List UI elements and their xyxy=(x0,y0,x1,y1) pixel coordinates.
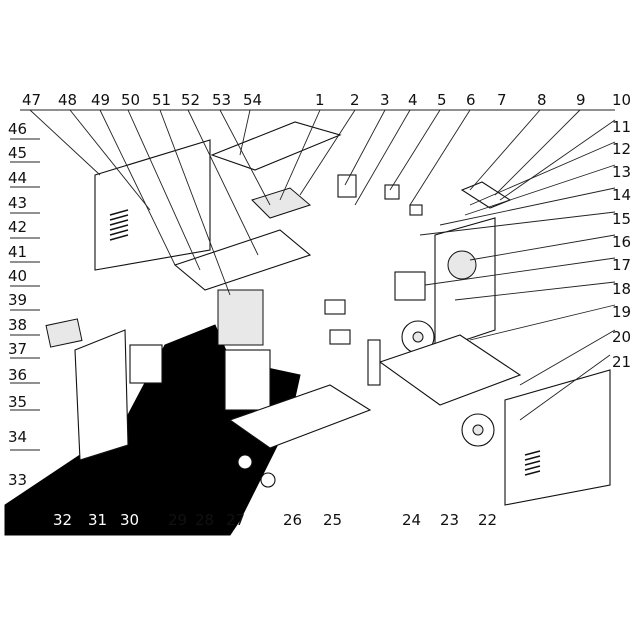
label-11: 11 xyxy=(612,118,631,136)
label-40: 40 xyxy=(8,267,27,285)
terminal-block-2 xyxy=(329,329,351,345)
label-32: 32 xyxy=(53,511,72,529)
label-43: 43 xyxy=(8,194,27,212)
heat-sink-lower xyxy=(224,349,271,411)
label-17: 17 xyxy=(612,256,631,274)
label-31: 31 xyxy=(88,511,107,529)
wheel-hub xyxy=(472,424,484,436)
label-9: 9 xyxy=(576,91,586,109)
label-42: 42 xyxy=(8,218,27,236)
left-rules xyxy=(10,138,40,451)
label-19: 19 xyxy=(612,303,631,321)
label-47: 47 xyxy=(22,91,41,109)
heat-sink-upper xyxy=(217,289,264,346)
label-52: 52 xyxy=(181,91,200,109)
label-33: 33 xyxy=(8,471,27,489)
label-34: 34 xyxy=(8,428,27,446)
label-53: 53 xyxy=(212,91,231,109)
label-24: 24 xyxy=(402,511,421,529)
rear-wheel-hub xyxy=(412,331,424,343)
label-14: 14 xyxy=(612,186,631,204)
label-27: 27 xyxy=(226,511,245,529)
label-3: 3 xyxy=(380,91,390,109)
label-37: 37 xyxy=(8,340,27,358)
main-transformer xyxy=(129,344,163,384)
control-knob-plate xyxy=(45,318,83,348)
label-51: 51 xyxy=(152,91,171,109)
label-49: 49 xyxy=(91,91,110,109)
middle-plate xyxy=(173,229,312,291)
rear-caster xyxy=(260,472,276,488)
front-caster xyxy=(237,454,253,470)
carry-handle xyxy=(460,181,512,209)
label-29: 29 xyxy=(168,511,187,529)
label-50: 50 xyxy=(121,91,140,109)
leader-lines xyxy=(29,109,616,421)
label-12: 12 xyxy=(612,140,631,158)
label-20: 20 xyxy=(612,328,631,346)
label-25: 25 xyxy=(323,511,342,529)
label-2: 2 xyxy=(350,91,360,109)
vertical-bracket xyxy=(367,339,381,386)
label-6: 6 xyxy=(466,91,476,109)
left-panel-vents xyxy=(109,209,129,241)
label-48: 48 xyxy=(58,91,77,109)
base-plate xyxy=(228,384,372,449)
front-panel xyxy=(74,329,129,461)
label-41: 41 xyxy=(8,243,27,261)
label-8: 8 xyxy=(537,91,547,109)
label-1: 1 xyxy=(315,91,325,109)
label-39: 39 xyxy=(8,291,27,309)
label-35: 35 xyxy=(8,393,27,411)
top-cover xyxy=(210,121,342,171)
component-3 xyxy=(337,174,357,198)
label-30: 30 xyxy=(120,511,139,529)
label-45: 45 xyxy=(8,144,27,162)
label-15: 15 xyxy=(612,210,631,228)
label-38: 38 xyxy=(8,316,27,334)
label-16: 16 xyxy=(612,233,631,251)
label-22: 22 xyxy=(478,511,497,529)
component-6 xyxy=(409,204,423,216)
right-panel-vents xyxy=(524,450,541,476)
label-28: 28 xyxy=(195,511,214,529)
control-board xyxy=(251,187,312,219)
label-26: 26 xyxy=(283,511,302,529)
label-13: 13 xyxy=(612,163,631,181)
cooling-fan-grill xyxy=(447,250,477,280)
terminal-block xyxy=(324,299,346,315)
label-21: 21 xyxy=(612,353,631,371)
label-46: 46 xyxy=(8,120,27,138)
component-5 xyxy=(384,184,400,200)
part-number-labels: 47 48 49 50 51 52 53 54 1 2 3 4 5 6 7 8 … xyxy=(8,91,631,529)
left-side-panel xyxy=(94,139,211,271)
label-44: 44 xyxy=(8,169,27,187)
label-7: 7 xyxy=(497,91,507,109)
label-5: 5 xyxy=(437,91,447,109)
bottom-tray xyxy=(378,334,522,406)
label-18: 18 xyxy=(612,280,631,298)
label-54: 54 xyxy=(243,91,262,109)
right-side-panel xyxy=(504,369,611,506)
label-4: 4 xyxy=(408,91,418,109)
label-10: 10 xyxy=(612,91,631,109)
rear-panel xyxy=(434,217,496,351)
cooling-fan xyxy=(394,271,426,301)
label-36: 36 xyxy=(8,366,27,384)
label-23: 23 xyxy=(440,511,459,529)
